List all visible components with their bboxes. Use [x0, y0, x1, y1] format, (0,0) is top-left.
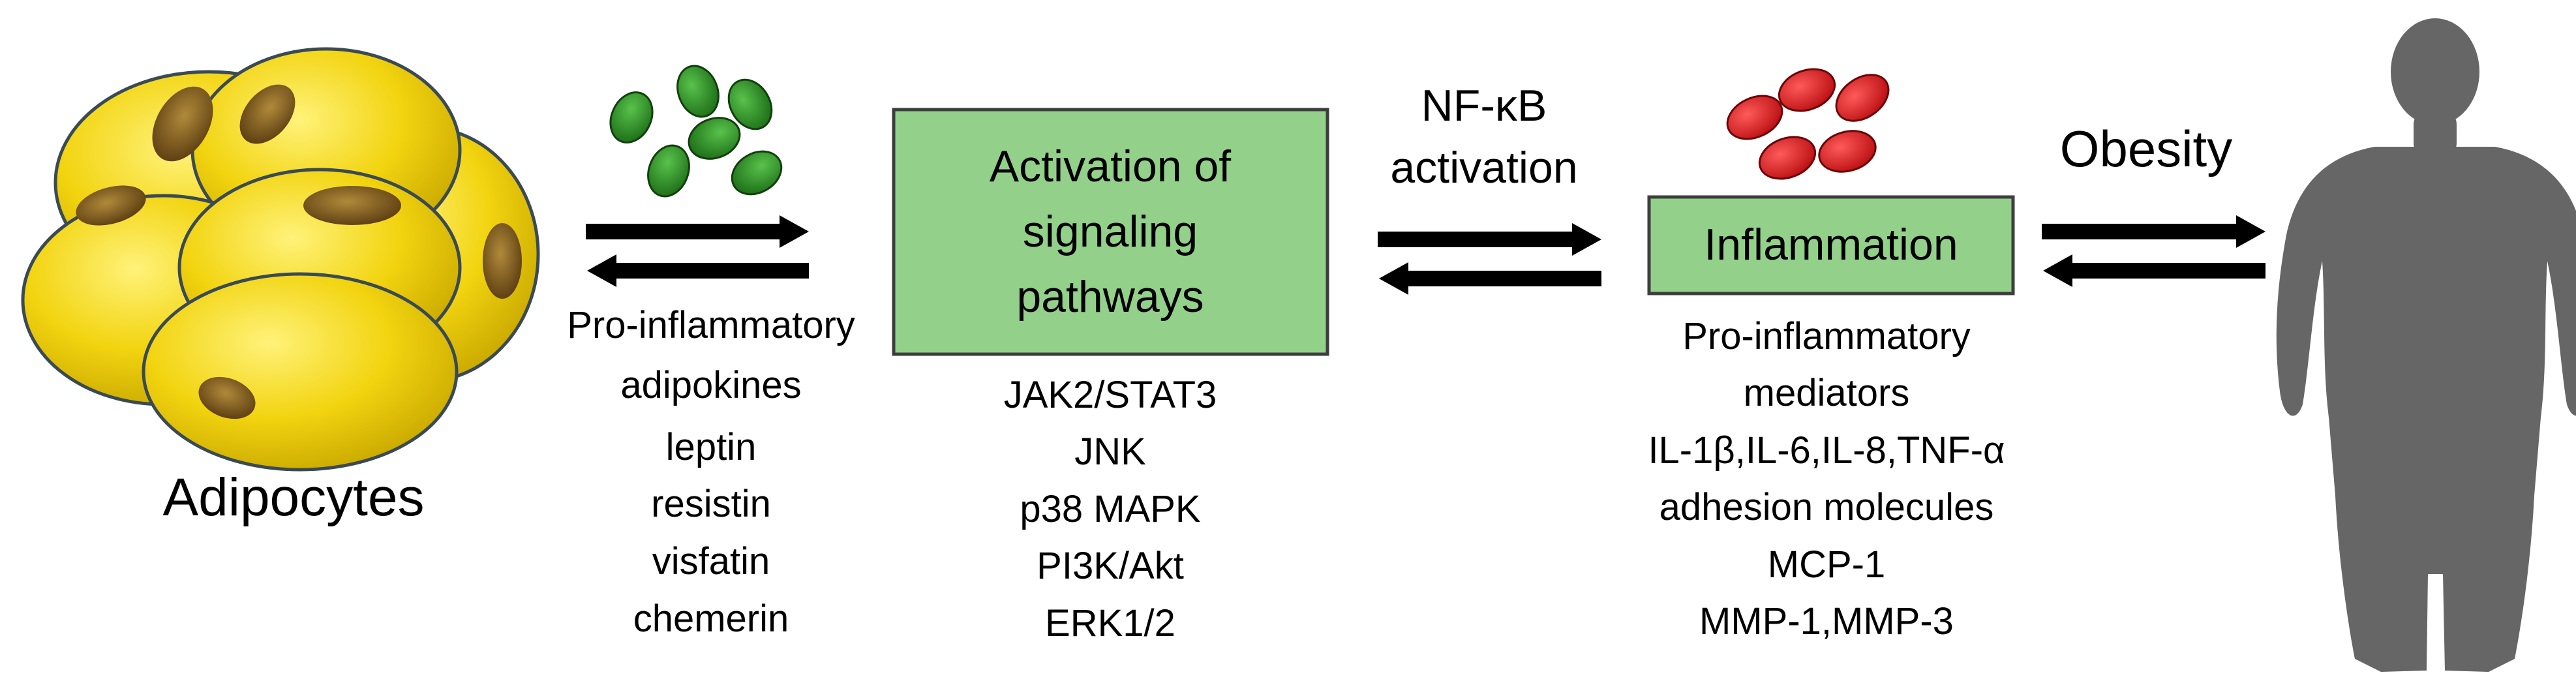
adipocytes-cluster [21, 47, 540, 472]
arrow-left-icon [587, 254, 809, 287]
arrow-right-icon [586, 215, 809, 248]
pathway-item: ERK1/2 [1045, 602, 1175, 644]
adipokines-title-line1: Pro-inflammatory [567, 304, 855, 346]
signaling-pathways-list: JAK2/STAT3 JNK p38 MAPK PI3K/Akt ERK1/2 [1004, 374, 1217, 644]
adipokine-item: chemerin [633, 598, 789, 640]
signaling-box-line3: pathways [1016, 272, 1204, 322]
adipokines-list: leptin resistin visfatin chemerin [633, 426, 789, 640]
adipocytes-label: Adipocytes [162, 468, 424, 527]
obesity-label: Obesity [2060, 120, 2232, 177]
mediators-title-line2: mediators [1744, 372, 1910, 414]
adipokine-item: leptin [666, 426, 757, 468]
pathway-item: PI3K/Akt [1037, 545, 1184, 587]
adipokine-dots [609, 65, 783, 198]
mediators-title-line1: Pro-inflammatory [1682, 315, 1971, 357]
arrow-left-icon [2043, 254, 2265, 287]
arrow-pair-nfkb [1378, 223, 1601, 295]
signaling-box [892, 108, 1329, 356]
pathway-item: JAK2/STAT3 [1004, 374, 1217, 416]
arrow-right-icon [1378, 223, 1601, 256]
adipokines-title-line2: adipokines [620, 364, 801, 406]
mediator-item: adhesion molecules [1659, 486, 1994, 528]
obese-person-silhouette-icon [2276, 18, 2576, 672]
nfkb-line1: NF-κB [1421, 81, 1547, 130]
inflammation-box [1647, 195, 2015, 295]
adipokine-item: resistin [651, 483, 771, 525]
mediators-list: IL-1β,IL-6,IL-8,TNF-α adhesion molecules… [1648, 429, 2005, 643]
nfkb-line2: activation [1390, 143, 1577, 192]
mediator-item: MMP-1,MMP-3 [1699, 600, 1954, 643]
mediator-item: MCP-1 [1768, 543, 1885, 586]
adipokine-item: visfatin [652, 540, 770, 583]
mediator-dots [1726, 68, 1890, 180]
arrow-pair-obesity [2042, 215, 2265, 287]
arrow-right-icon [2042, 215, 2265, 248]
inflammation-box-label: Inflammation [1704, 220, 1958, 269]
signaling-box-line2: signaling [1023, 207, 1198, 256]
signaling-box-line1: Activation of [990, 142, 1232, 191]
pathway-item: JNK [1074, 431, 1146, 473]
arrow-pair-adipokines [586, 215, 809, 287]
arrow-left-icon [1379, 262, 1601, 295]
mediator-item: IL-1β,IL-6,IL-8,TNF-α [1648, 429, 2005, 472]
pathway-item: p38 MAPK [1020, 488, 1201, 530]
